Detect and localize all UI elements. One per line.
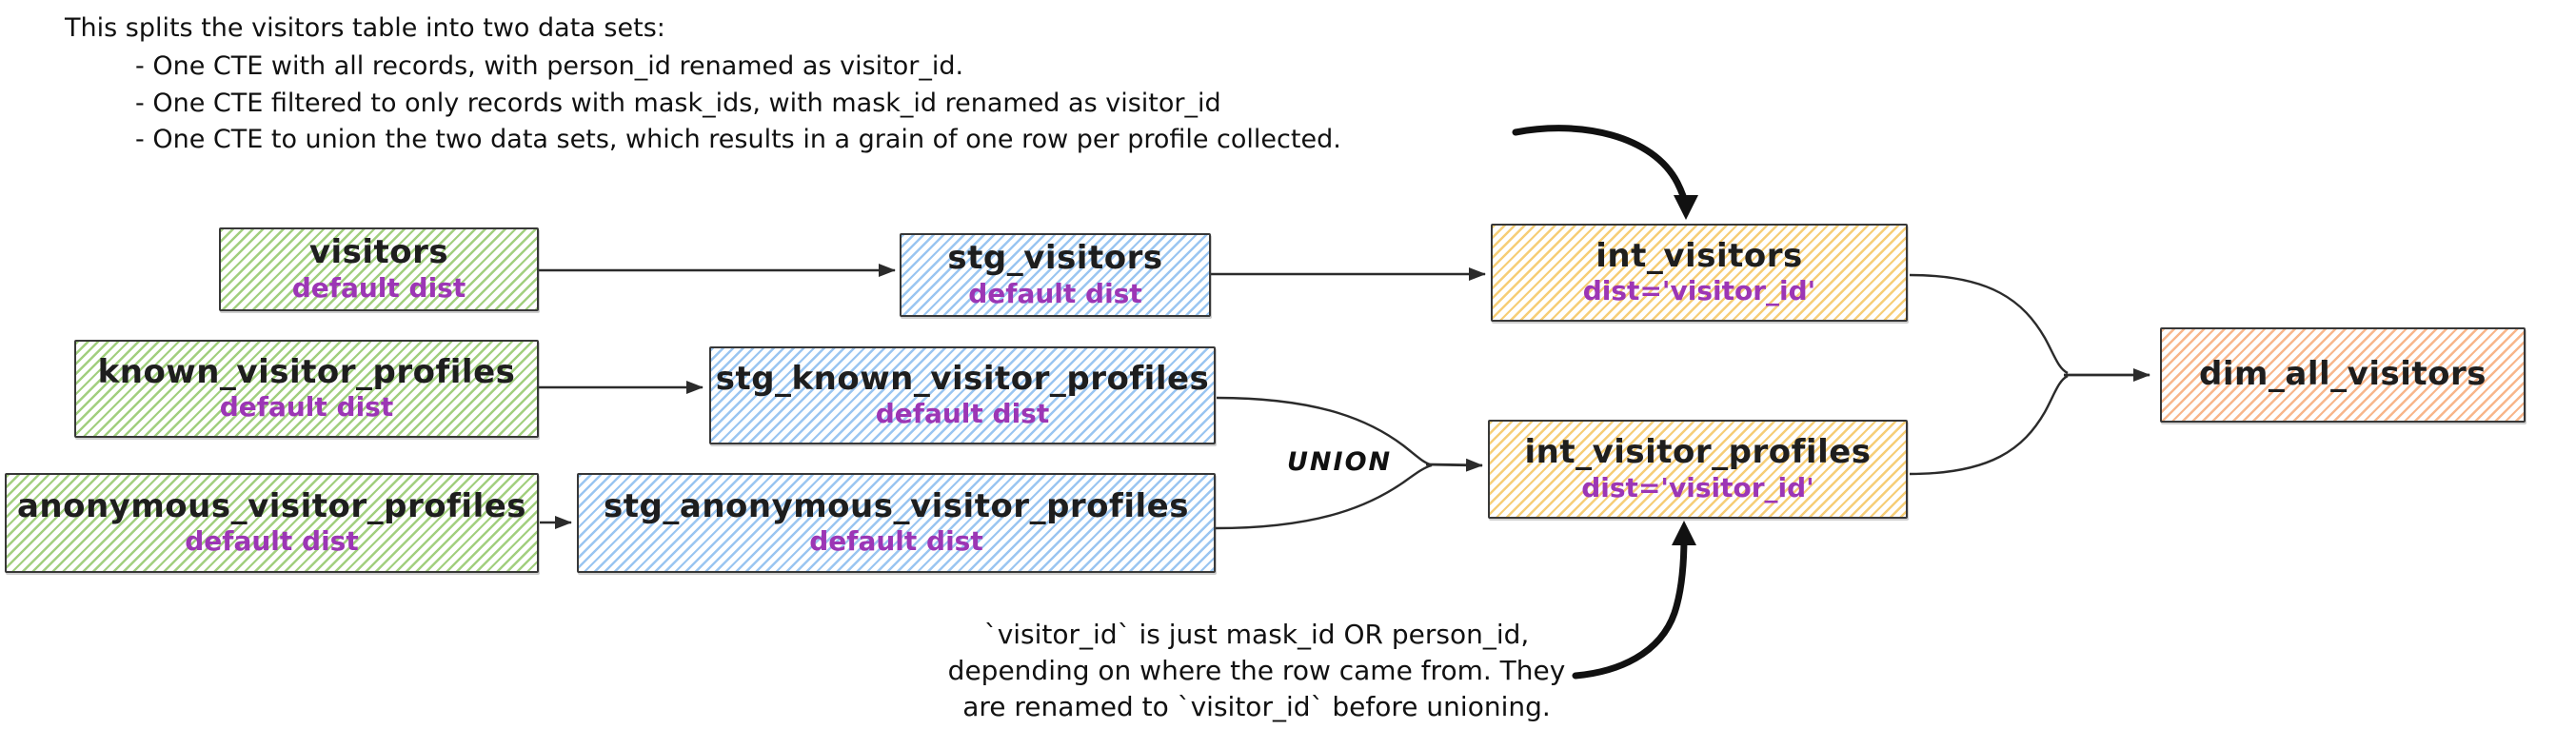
node-subtitle: dist='visitor_id' [1582,275,1816,307]
node-title: int_visitors [1595,236,1803,275]
node-title: dim_all_visitors [2199,355,2487,394]
node-title: int_visitor_profiles [1524,433,1872,472]
node-known-visitor-profiles[interactable]: known_visitor_profiles default dist [74,340,539,438]
annotation-arrowhead-top [1674,195,1698,220]
annotation-bullet-2: - One CTE filtered to only records with … [135,89,1221,118]
curve-int-visitor-profiles-to-merge [1909,374,2069,476]
node-dim-all-visitors[interactable]: dim_all_visitors [2160,327,2526,423]
annotation-arrow-top-to-int-visitors [1512,125,1690,210]
node-title: known_visitor_profiles [97,352,516,391]
node-title: visitors [308,233,449,272]
node-subtitle: default dist [968,277,1142,309]
node-visitors[interactable]: visitors default dist [219,227,539,311]
annotation-line-1: `visitor_id` is just mask_id OR person_i… [983,619,1530,650]
node-subtitle: default dist [291,271,466,304]
node-title: stg_known_visitor_profiles [715,359,1210,398]
annotation-line-2: depending on where the row came from. Th… [947,655,1566,686]
bottom-annotation: `visitor_id` is just mask_id OR person_i… [938,617,1575,725]
node-int-visitors[interactable]: int_visitors dist='visitor_id' [1491,224,1908,322]
node-subtitle: default dist [809,525,983,558]
node-anonymous-visitor-profiles[interactable]: anonymous_visitor_profiles default dist [5,473,539,573]
node-stg-known-visitor-profiles[interactable]: stg_known_visitor_profiles default dist [709,346,1216,444]
union-label: UNION [1287,447,1393,477]
node-subtitle: default dist [185,525,359,558]
curve-int-visitors-to-merge [1909,273,2069,375]
node-int-visitor-profiles[interactable]: int_visitor_profiles dist='visitor_id' [1488,420,1908,519]
annotation-bullet-1: - One CTE with all records, with person_… [135,51,964,81]
annotation-line-3: are renamed to `visitor_id` before union… [962,691,1551,722]
annotation-arrowhead-bottom [1672,521,1696,545]
node-title: stg_anonymous_visitor_profiles [604,486,1189,525]
annotation-bullet-3: - One CTE to union the two data sets, wh… [135,125,1341,154]
node-subtitle: default dist [219,391,394,424]
node-stg-anonymous-visitor-profiles[interactable]: stg_anonymous_visitor_profiles default d… [577,473,1216,573]
node-title: anonymous_visitor_profiles [16,486,527,525]
node-title: stg_visitors [947,239,1163,278]
arrow-union-to-int-visitor-profiles [1425,458,1483,472]
node-subtitle: default dist [875,398,1050,430]
node-stg-visitors[interactable]: stg_visitors default dist [900,233,1211,317]
node-subtitle: dist='visitor_id' [1581,471,1814,503]
annotation-arrow-bottom-to-int-visitor-profiles [1572,533,1688,680]
annotation-intro: This splits the visitors table into two … [65,13,665,43]
